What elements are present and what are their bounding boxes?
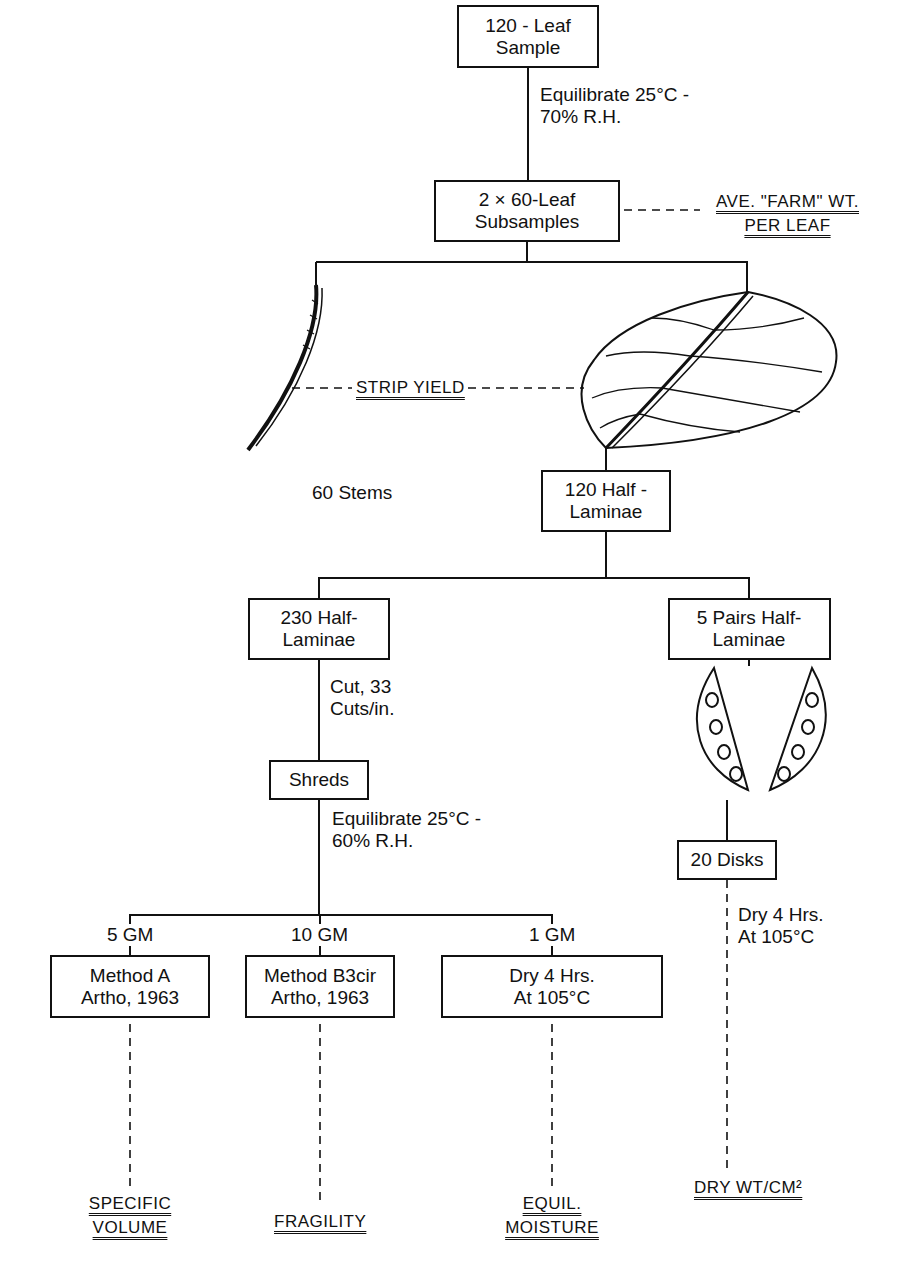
leaf-veins: [592, 318, 822, 432]
note-label: 60 Stems: [312, 482, 392, 504]
leader-line: [468, 387, 584, 389]
leader-line: [726, 880, 728, 1172]
leader-line: [551, 1024, 553, 1188]
disk-mark: [778, 767, 790, 781]
box-text: Dry 4 Hrs. At 105°C: [502, 965, 602, 1009]
output-label: STRIP YIELD: [356, 376, 465, 400]
edge-label: 10 GM: [288, 924, 351, 946]
disk-mark: [792, 745, 804, 759]
box-text: 5 Pairs Half-Laminae: [679, 607, 819, 651]
disk-mark: [806, 693, 818, 707]
disk-mark: [710, 720, 722, 734]
output-label: AVE. "FARM" WT. PER LEAF: [705, 190, 870, 238]
leader-line: [129, 1024, 131, 1188]
dashed-leaders: [130, 210, 727, 1206]
leader-line: [319, 1024, 321, 1206]
box-text: 20 Disks: [687, 849, 767, 871]
leader-line: [292, 387, 352, 389]
process-box: 2 × 60-Leaf Subsamples: [434, 180, 620, 242]
process-box: Method A Artho, 1963: [50, 955, 210, 1018]
edge-label: 5 GM: [104, 924, 156, 946]
disk-mark: [718, 745, 730, 759]
process-box: Shreds: [269, 760, 369, 800]
process-box: 120 Half - Laminae: [541, 470, 671, 532]
leaf-midrib-edge: [612, 296, 753, 448]
stem-drawing: [248, 285, 316, 450]
box-text: Shreds: [279, 769, 359, 791]
disk-mark: [706, 693, 718, 707]
connector-line: [319, 532, 606, 598]
disk-mark: [730, 767, 742, 781]
box-text: 120 - Leaf Sample: [473, 15, 583, 59]
process-box: 20 Disks: [677, 840, 777, 880]
output-label: EQUIL. MOISTURE: [497, 1192, 607, 1240]
box-text: Method B3cir Artho, 1963: [258, 965, 382, 1009]
leaf-outline: [582, 292, 837, 448]
half-lamina-left: [697, 668, 748, 790]
output-label: DRY WT/CM²: [694, 1176, 802, 1200]
note-label: Dry 4 Hrs. At 105°C: [738, 904, 838, 948]
connector-line: [318, 660, 320, 760]
box-text: Method A Artho, 1963: [70, 965, 190, 1009]
half-lamina-right: [770, 668, 826, 790]
stem-edge: [256, 288, 322, 446]
leader-line: [624, 209, 700, 211]
process-box: 120 - Leaf Sample: [457, 5, 599, 68]
edge-label: Equilibrate 25°C - 70% R.H.: [540, 84, 710, 128]
box-text: 2 × 60-Leaf Subsamples: [452, 189, 602, 233]
box-text: 230 Half- Laminae: [269, 607, 369, 651]
edge-label: 1 GM: [526, 924, 578, 946]
process-box: Method B3cir Artho, 1963: [245, 955, 395, 1018]
connector-line: [319, 800, 552, 955]
edge-label: Cut, 33 Cuts/in.: [330, 676, 410, 720]
note-label: Equilibrate 25°C - 60% R.H.: [332, 808, 502, 852]
process-box: Dry 4 Hrs. At 105°C: [441, 955, 663, 1018]
stem-hatch: [303, 300, 318, 349]
box-text: 120 Half - Laminae: [551, 479, 661, 523]
output-label: SPECIFIC VOLUME: [75, 1192, 185, 1240]
illustrations: [248, 262, 836, 790]
connector-line: [527, 68, 529, 180]
disk-mark: [802, 720, 814, 734]
connector-line: [606, 532, 749, 598]
output-label: FRAGILITY: [274, 1210, 366, 1234]
process-box: 230 Half- Laminae: [248, 598, 390, 660]
process-box: 5 Pairs Half-Laminae: [668, 598, 831, 660]
leaf-midrib: [606, 292, 748, 448]
tree-branch: [316, 262, 527, 285]
